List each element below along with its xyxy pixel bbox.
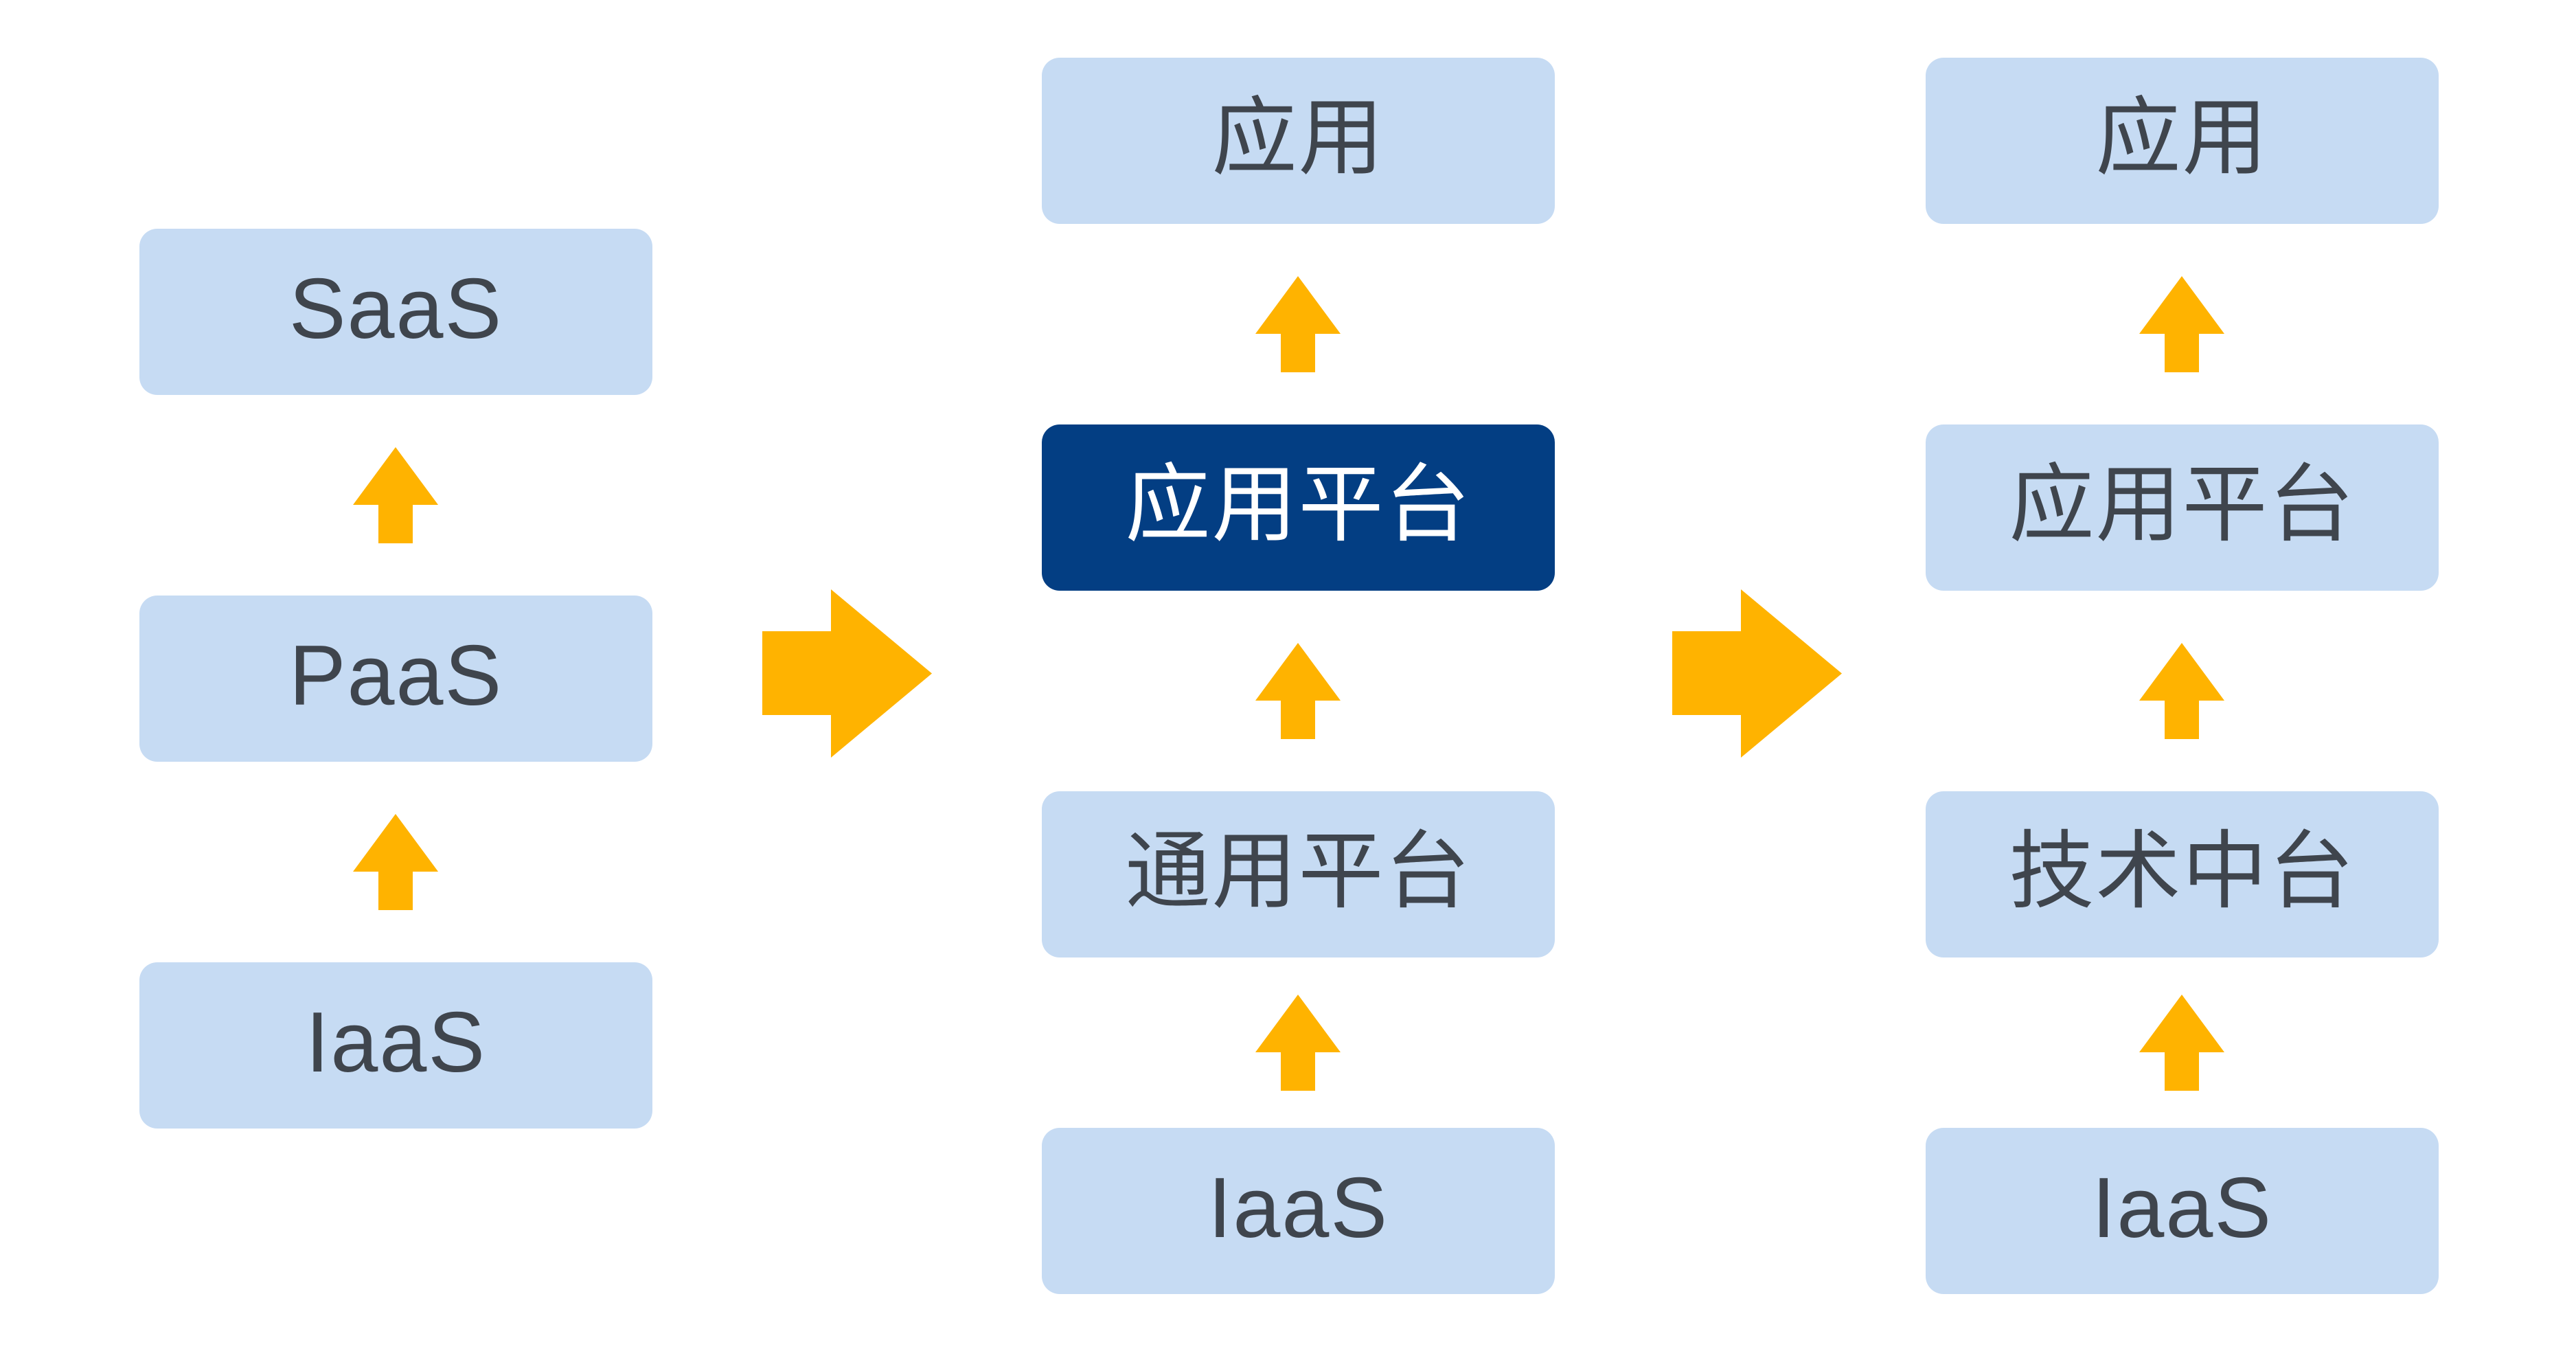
up-arrow-icon: [2139, 276, 2224, 372]
box-iaas-col2: IaaS: [1042, 1128, 1555, 1294]
right-arrow-shape: [1672, 589, 1842, 758]
up-arrow-shape: [2139, 995, 2224, 1091]
box-application-platform-col2: 应用平台: [1042, 424, 1555, 591]
up-arrow-icon: [1255, 995, 1341, 1091]
box-general-platform-col2-label: 通用平台: [1125, 824, 1472, 919]
up-arrow-icon: [1255, 276, 1341, 372]
box-application-platform-col2-label: 应用平台: [1125, 457, 1472, 552]
right-arrow-shape: [762, 589, 932, 758]
box-application-col3-label: 应用: [2095, 91, 2269, 185]
box-iaas-col1: IaaS: [139, 962, 652, 1129]
box-application-col3: 应用: [1926, 58, 2439, 224]
box-iaas-col2-label: IaaS: [1207, 1161, 1389, 1256]
box-saas-label: SaaS: [288, 262, 503, 356]
up-arrow-icon: [2139, 643, 2224, 739]
up-arrow-shape: [2139, 276, 2224, 372]
up-arrow-shape: [1255, 276, 1341, 372]
box-paas: PaaS: [139, 596, 652, 762]
box-iaas-col1-label: IaaS: [305, 995, 487, 1090]
up-arrow-shape: [2139, 643, 2224, 739]
right-arrow-icon: [762, 589, 932, 758]
box-iaas-col3-label: IaaS: [2091, 1161, 2273, 1256]
up-arrow-icon: [1255, 643, 1341, 739]
box-tech-middle-platform-col3-label: 技术中台: [2009, 824, 2356, 919]
up-arrow-icon: [353, 447, 438, 543]
box-application-platform-col3: 应用平台: [1926, 424, 2439, 591]
up-arrow-shape: [353, 814, 438, 910]
up-arrow-shape: [1255, 643, 1341, 739]
box-application-platform-col3-label: 应用平台: [2009, 457, 2356, 552]
box-application-col2: 应用: [1042, 58, 1555, 224]
box-application-col2-label: 应用: [1211, 91, 1385, 185]
up-arrow-shape: [1255, 995, 1341, 1091]
box-paas-label: PaaS: [288, 628, 503, 723]
right-arrow-icon: [1672, 589, 1842, 758]
box-iaas-col3: IaaS: [1926, 1128, 2439, 1294]
up-arrow-shape: [353, 447, 438, 543]
up-arrow-icon: [353, 814, 438, 910]
box-saas: SaaS: [139, 229, 652, 395]
box-tech-middle-platform-col3: 技术中台: [1926, 791, 2439, 957]
up-arrow-icon: [2139, 995, 2224, 1091]
box-general-platform-col2: 通用平台: [1042, 791, 1555, 957]
